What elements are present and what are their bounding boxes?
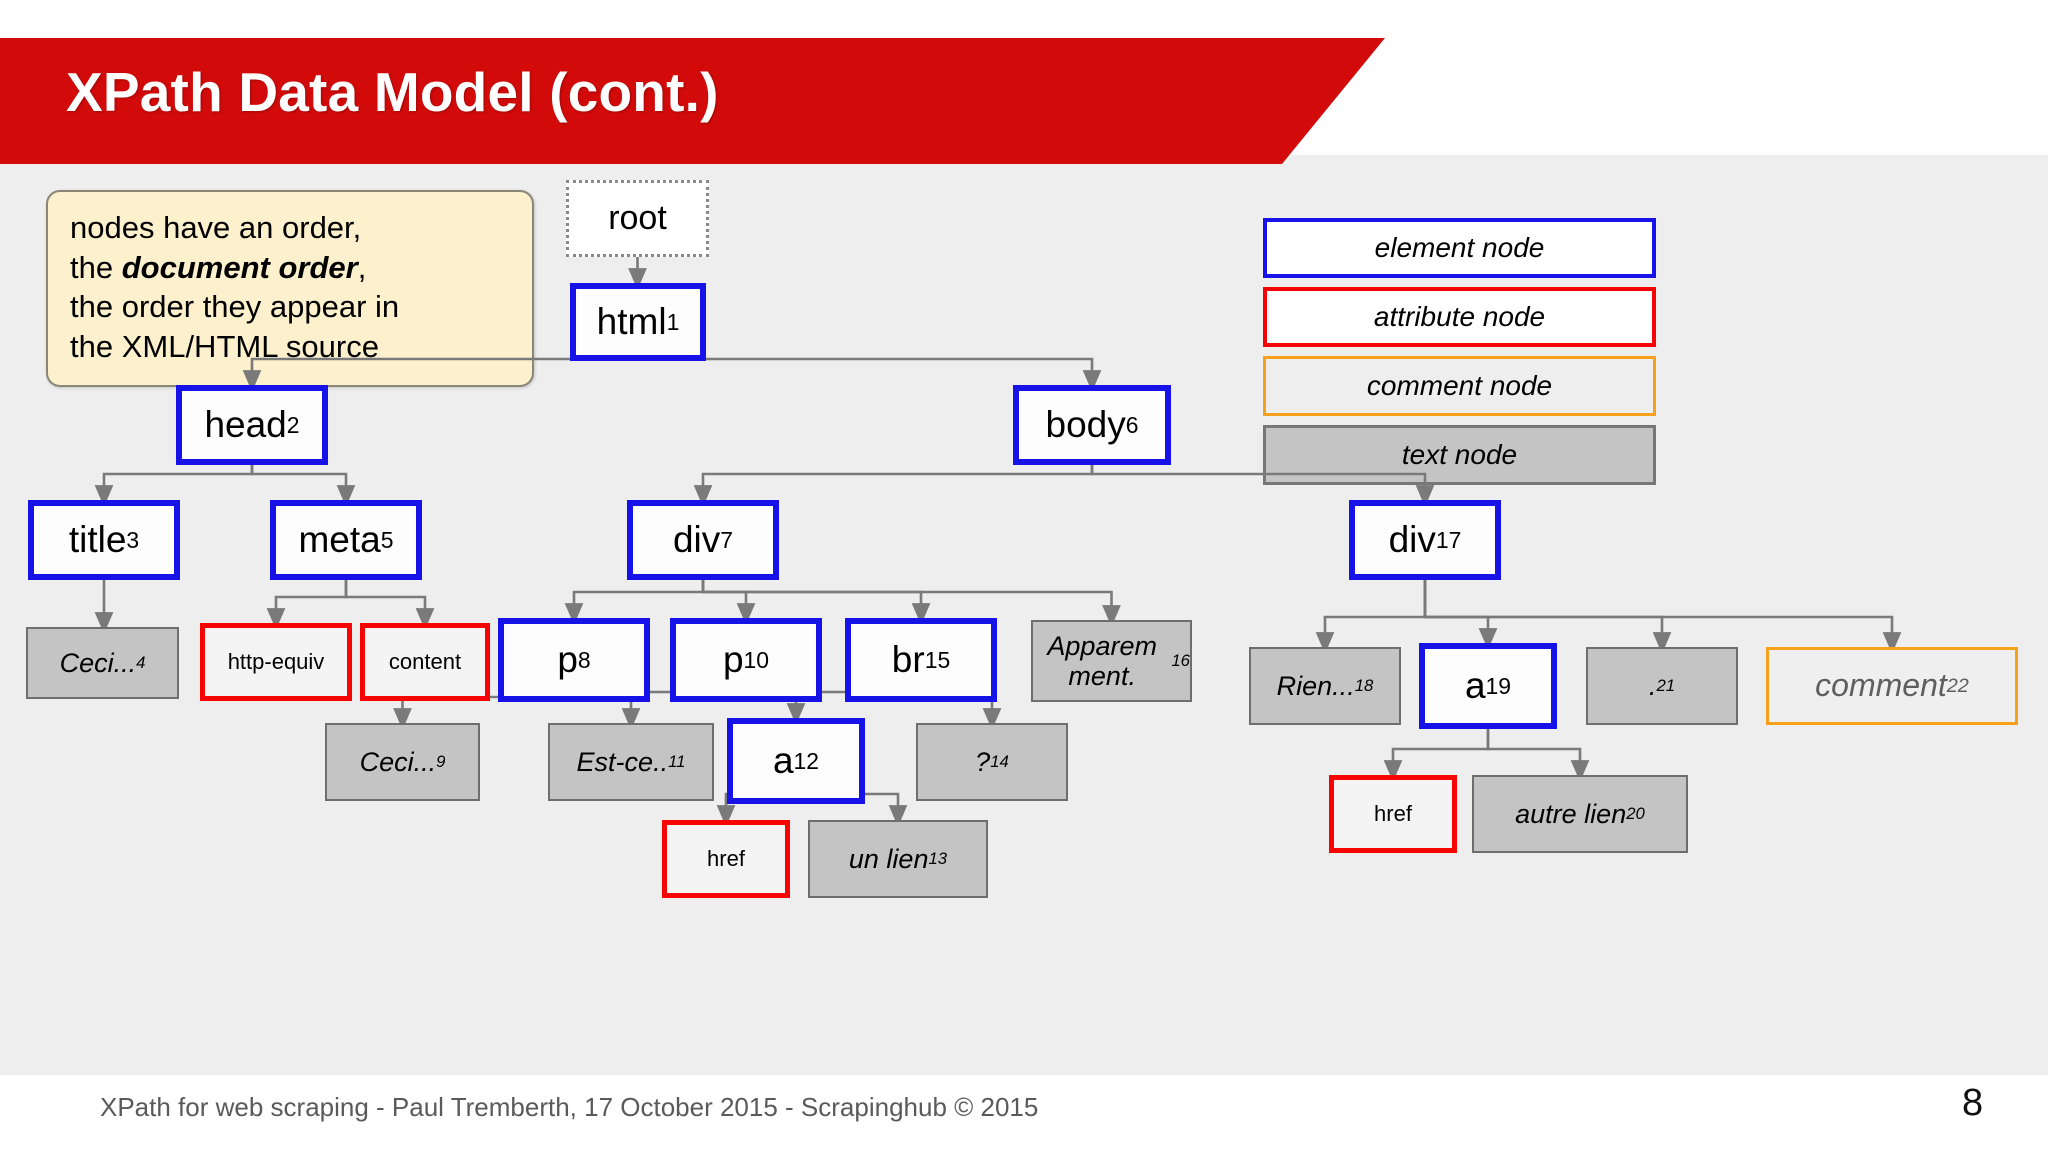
tree-node-label: a [1464,665,1486,707]
tree-node-rien18: Rien...18 [1249,647,1401,725]
tree-node-label: p [722,639,744,681]
tree-node-label: un lien [848,843,929,874]
tree-edge [701,580,931,625]
tree-node-estce11: Est-ce..11 [548,723,714,801]
callout-text: nodes have an order, [70,210,362,245]
legend-item-label: text node [1401,439,1518,470]
tree-node-label: Apparem ment. [1047,630,1157,691]
tree-node-label: root [608,199,667,238]
tree-edge [701,580,756,625]
tree-node-label: href [707,845,745,871]
tree-node-apparem: Apparem ment.16 [1031,620,1192,702]
tree-node-label: title [68,519,127,561]
tree-edge [564,580,705,625]
tree-edge [242,357,640,392]
tree-node-label: href [1374,800,1412,826]
tree-edge [693,465,1094,507]
tree-node-href12: href [662,820,790,898]
tree-edge [1486,729,1590,782]
tree-edges [94,257,1902,827]
legend-item-label: element node [1374,232,1545,263]
callout-line: nodes have an order, [70,208,512,248]
tree-node-label: head [204,404,287,446]
tree-node-label: br [891,639,925,681]
tree-edge [250,465,356,507]
tree-node-label: content [388,648,462,674]
legend-item-attribute: attribute node [1263,287,1656,347]
tree-node-label: Rien... [1276,670,1355,701]
callout-line: the document order, [70,248,512,288]
tree-node-label: comment [1815,667,1947,704]
page-number: 8 [1962,1082,1984,1124]
tree-node-dot21: .21 [1586,647,1738,725]
tree-node-label: http-equiv [227,648,325,674]
tree-node-ceci9: Ceci...9 [325,723,480,801]
tree-node-q14: ?14 [916,723,1068,801]
tree-node-content: content [360,623,490,701]
tree-node-label: Est-ce.. [576,746,669,777]
callout-line: the order they appear in [70,287,512,327]
tree-node-href19: href [1329,775,1457,853]
tree-node-label: Ceci... [359,746,437,777]
tree-node-label: div [1388,519,1436,561]
tree-node-ceci4: Ceci...4 [26,627,179,699]
title-banner [0,38,1385,164]
tree-node-label: body [1045,404,1126,446]
legend-item-label: comment node [1366,370,1553,401]
tree-edge [636,357,1102,392]
tree-edge [1423,580,1902,654]
tree-edge [266,580,348,630]
tree-node-label: ? [975,746,991,777]
tree-edge [1423,580,1498,650]
legend: element node attribute node comment node te… [1263,218,1656,494]
legend-item-label: attribute node [1373,301,1546,332]
tree-node-root: root [566,180,709,257]
legend-item-comment: comment node [1263,356,1656,416]
callout-text-tail: , [357,249,367,285]
callout-note: nodes have an order,the document order,t… [46,190,534,387]
tree-node-label: html [596,301,667,343]
tree-edge [94,465,254,507]
tree-edge [1383,729,1490,782]
tree-node-label: p [557,639,578,681]
tree-edge [344,580,435,630]
tree-node-label: div [672,519,721,561]
tree-node-label: Ceci... [59,647,137,678]
callout-text: the [70,249,122,285]
page-title: XPath Data Model (cont.) [66,61,719,123]
callout-emphasis: document order [121,249,358,285]
tree-edge [1090,465,1435,507]
footer-text: XPath for web scraping - Paul Tremberth,… [100,1092,1039,1122]
tree-edge [1315,580,1427,654]
tree-node-label: meta [298,519,381,561]
tree-node-httpequiv: http-equiv [200,623,352,701]
callout-text: the order they appear in [70,289,400,325]
legend-item-element: element node [1263,218,1656,278]
tree-edge [1423,580,1672,654]
tree-edge [701,580,1121,627]
tree-node-label: a [772,740,794,782]
tree-node-label: . [1648,670,1657,701]
tree-node-label: autre lien [1515,798,1627,829]
